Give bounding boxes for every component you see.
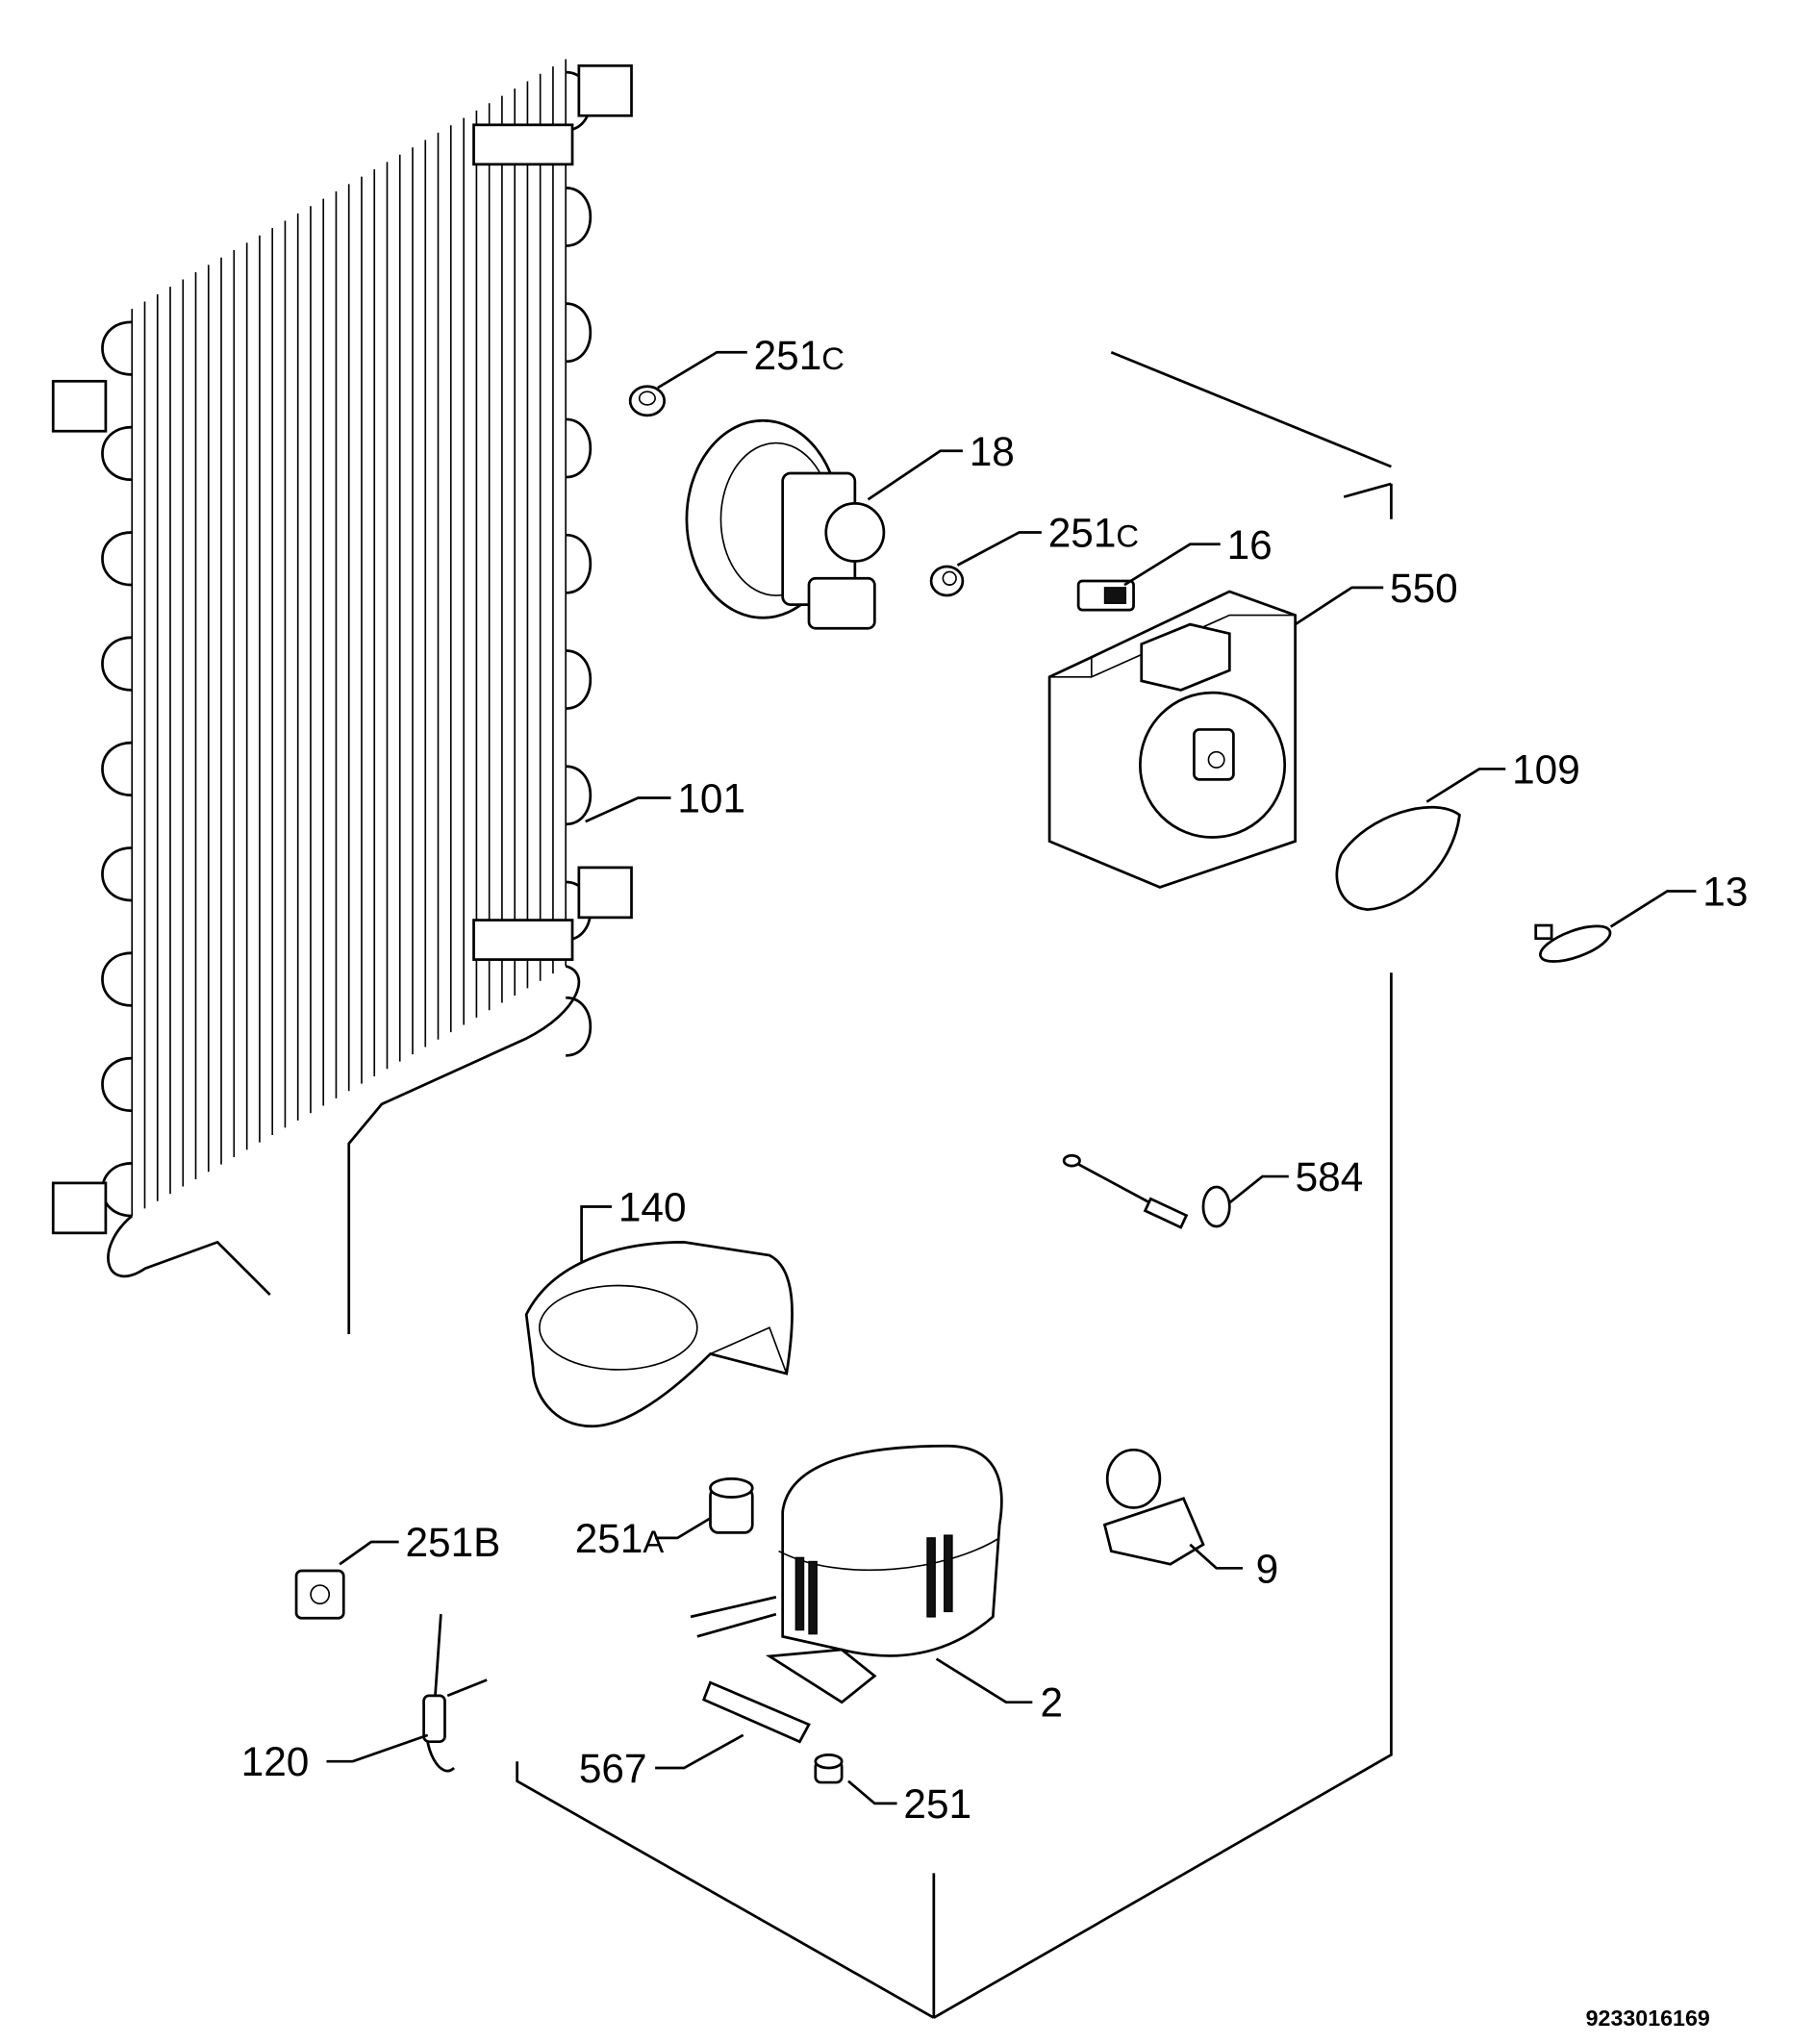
fan-motor <box>685 418 886 630</box>
sensor <box>1062 1153 1231 1229</box>
condenser-bracket <box>51 1181 108 1235</box>
grommet-251b <box>294 1569 345 1620</box>
label-550: 550 <box>1390 566 1458 611</box>
lamp-cover <box>1335 806 1461 912</box>
label-101: 101 <box>677 776 745 821</box>
condenser-bracket <box>472 123 574 166</box>
label-18: 18 <box>970 429 1015 474</box>
label-584: 584 <box>1296 1154 1364 1199</box>
label-251c-top: 251C <box>754 333 844 378</box>
grommet-251a <box>709 1477 754 1534</box>
grommet-251c-mid <box>929 565 965 597</box>
condenser <box>51 59 633 1335</box>
drier <box>422 1614 488 1773</box>
label-13: 13 <box>1702 870 1748 915</box>
condenser-bracket <box>577 63 633 117</box>
label-567: 567 <box>579 1746 647 1791</box>
label-251a: 251A <box>575 1516 665 1561</box>
condenser-bracket <box>577 866 633 920</box>
condenser-bracket <box>51 379 108 433</box>
cabinet-outline <box>516 350 1393 2019</box>
label-140: 140 <box>618 1185 687 1230</box>
label-109: 109 <box>1512 746 1580 792</box>
label-9: 9 <box>1256 1546 1279 1591</box>
leader-lines <box>326 350 1697 1805</box>
lamp <box>1534 923 1612 963</box>
condenser-bracket <box>472 919 574 961</box>
label-251: 251 <box>903 1781 971 1827</box>
label-120: 120 <box>241 1739 310 1784</box>
compressor <box>690 1444 1003 1704</box>
grommet-251c-top <box>628 385 667 417</box>
fan-housing <box>1047 590 1298 889</box>
mounting-plate <box>701 1680 811 1744</box>
drawing-number: 9233016169 <box>1586 2006 1710 2031</box>
label-251c-mid: 251C <box>1048 510 1139 555</box>
label-251b: 251B <box>405 1520 500 1565</box>
label-16: 16 <box>1227 522 1273 568</box>
label-2: 2 <box>1041 1680 1064 1726</box>
drip-tray <box>524 1241 794 1428</box>
nut <box>814 1753 844 1784</box>
starter-relay <box>1102 1448 1205 1566</box>
switch <box>1076 579 1135 612</box>
